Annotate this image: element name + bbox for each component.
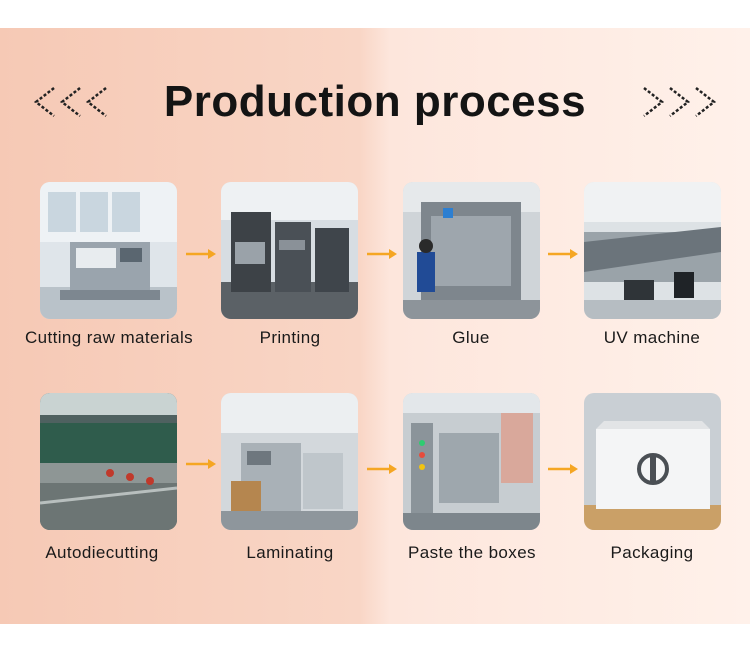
step-label: Laminating <box>246 543 334 562</box>
step-label: Printing <box>259 328 321 347</box>
step-label: Glue <box>452 328 490 347</box>
step-photo-autodiecutting <box>40 393 177 530</box>
step-label: Packaging <box>610 543 694 562</box>
step-label: Cutting raw materials <box>24 328 194 347</box>
chevrons-right-icon <box>643 87 717 117</box>
step-label: Paste the boxes <box>408 543 536 562</box>
arrow-right-icon <box>367 249 397 259</box>
step-photo-glue <box>403 182 540 319</box>
step-label: UV machine <box>603 328 701 347</box>
page-title: Production process <box>163 77 587 126</box>
arrow-right-icon <box>548 464 578 474</box>
step-photo-printing <box>221 182 358 319</box>
chevrons-left-icon <box>33 87 107 117</box>
arrow-right-icon <box>186 459 216 469</box>
title-row: Production process <box>0 72 750 132</box>
step-photo-cutting-raw-materials <box>40 182 177 319</box>
step-photo-paste-the-boxes <box>403 393 540 530</box>
arrow-right-icon <box>186 249 216 259</box>
arrow-right-icon <box>548 249 578 259</box>
step-photo-laminating <box>221 393 358 530</box>
step-label: Autodiecutting <box>45 543 159 562</box>
step-photo-packaging <box>584 393 721 530</box>
step-photo-uv-machine <box>584 182 721 319</box>
arrow-right-icon <box>367 464 397 474</box>
